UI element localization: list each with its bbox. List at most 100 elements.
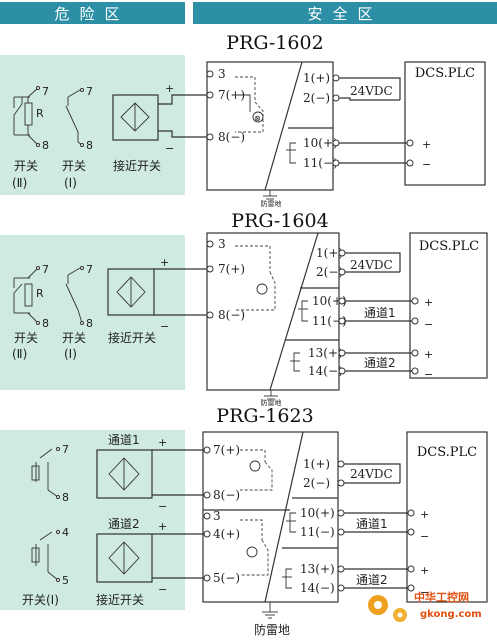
dcs-plus-2: + bbox=[424, 348, 433, 361]
led-icon bbox=[252, 111, 264, 123]
dcs-plus-1: + bbox=[420, 508, 429, 521]
channel-2-label: 通道2 bbox=[356, 573, 388, 587]
section-prg-1602: PRG-1602 7 R 8 开关 (Ⅱ) bbox=[0, 32, 486, 208]
model-title: PRG-1604 bbox=[231, 210, 328, 232]
switch-i-terminal-8: 8 bbox=[86, 139, 93, 152]
barrier-out2-minus: 14(−) bbox=[308, 364, 343, 378]
switch-i-terminal-8: 8 bbox=[86, 317, 93, 330]
dcs-label: DCS.PLC bbox=[419, 239, 479, 254]
danger-zone-header bbox=[0, 2, 185, 24]
barrier-out1-minus: 11(−) bbox=[312, 314, 347, 328]
barrier-terminal-7: 7(+) bbox=[218, 262, 245, 276]
ch2-minus: − bbox=[158, 583, 167, 596]
barrier-terminal-3: 3 bbox=[213, 509, 221, 523]
plus-sign: + bbox=[165, 82, 174, 95]
relay-contact-icon bbox=[289, 512, 296, 533]
barrier-out2-plus: 13(+) bbox=[300, 562, 335, 576]
barrier-terminal-3: 3 bbox=[218, 67, 226, 81]
proximity-switch-box bbox=[112, 94, 159, 141]
dcs-minus-1: − bbox=[424, 318, 433, 331]
proximity-switch-label: 接近开关 bbox=[96, 592, 144, 607]
relay-contact-icon bbox=[289, 142, 296, 164]
dcs-minus-1: − bbox=[420, 530, 429, 543]
proximity-switch-box-ch2 bbox=[96, 533, 153, 583]
switch-i-label: 开关 bbox=[62, 159, 86, 173]
dcs-plus: + bbox=[422, 138, 431, 151]
terminal-7-label: 7 bbox=[42, 263, 49, 276]
barrier-power-plus: 1(+) bbox=[316, 246, 343, 260]
dcs-minus-2: − bbox=[420, 586, 429, 599]
barrier-terminal-8: 8(−) bbox=[213, 488, 240, 502]
barrier-out-minus: 11(−) bbox=[303, 156, 338, 170]
barrier-power-minus: 2(−) bbox=[303, 91, 330, 105]
barrier-terminal-5: 5(−) bbox=[213, 571, 240, 585]
barrier-power-plus: 1(+) bbox=[303, 457, 330, 471]
barrier-out1-plus: 10(+) bbox=[300, 506, 335, 520]
lightning-ground-label: 防雷地 bbox=[261, 398, 282, 407]
proximity-switch-box-ch1 bbox=[96, 449, 153, 499]
danger-zone-area bbox=[0, 430, 185, 610]
minus-sign: − bbox=[160, 320, 169, 333]
supply-label: 24VDC bbox=[350, 258, 393, 272]
dcs-minus: − bbox=[422, 158, 431, 171]
dcs-box bbox=[409, 232, 488, 379]
resistor-symbol bbox=[24, 102, 33, 126]
resistor-label: R bbox=[36, 287, 44, 300]
ch2-label: 通道2 bbox=[108, 517, 140, 531]
switch-ii-label: 开关 bbox=[14, 159, 38, 173]
gkong-watermark: 中华工控网 gkong.com bbox=[368, 590, 482, 622]
barrier-out-plus: 10(+) bbox=[303, 136, 338, 150]
relay-contact-icon bbox=[301, 300, 308, 322]
channel-1-label: 通道1 bbox=[356, 517, 388, 531]
switch-ii bbox=[13, 86, 40, 147]
barrier-terminal-8: 8(−) bbox=[218, 308, 245, 322]
barrier-power-plus: 1(+) bbox=[303, 71, 330, 85]
terminal-8-label: 8 bbox=[42, 317, 49, 330]
switch-i-terminal-7: 7 bbox=[86, 263, 93, 276]
barrier-terminal-7: 7(+) bbox=[213, 443, 240, 457]
danger-zone-title: 危险区 bbox=[54, 5, 129, 23]
section-prg-1604: PRG-1604 7 R 8 开关 (Ⅱ) 7 8 开关 ( bbox=[0, 210, 488, 407]
ch2-terminal-5: 5 bbox=[62, 574, 69, 587]
barrier-out2-minus: 14(−) bbox=[300, 581, 335, 595]
dcs-box bbox=[406, 431, 488, 603]
barrier-out1-minus: 11(−) bbox=[300, 525, 335, 539]
channel-2-label: 通道2 bbox=[364, 356, 396, 370]
watermark-site-cn: 中华工控网 bbox=[414, 590, 469, 604]
led-icon-ch2 bbox=[246, 546, 258, 558]
watermark-site-en: gkong.com bbox=[420, 609, 482, 620]
barrier-power-minus: 2(−) bbox=[303, 476, 330, 490]
dcs-label: DCS.PLC bbox=[417, 445, 477, 460]
switch-ii-sub: (Ⅱ) bbox=[12, 347, 27, 361]
relay-contact-icon bbox=[293, 352, 300, 372]
switch-ch2 bbox=[31, 530, 60, 582]
supply-label: 24VDC bbox=[350, 467, 393, 481]
lightning-ground-label: 防雷地 bbox=[254, 622, 290, 637]
barrier-power-minus: 2(−) bbox=[316, 265, 343, 279]
ch2-plus: + bbox=[158, 520, 167, 533]
proximity-switch-label: 接近开关 bbox=[108, 330, 156, 345]
switch-i-terminal-7: 7 bbox=[86, 85, 93, 98]
plus-sign: + bbox=[160, 256, 169, 269]
supply-label: 24VDC bbox=[350, 84, 393, 98]
ch1-plus: + bbox=[158, 436, 167, 449]
dcs-label: DCS.PLC bbox=[415, 66, 475, 81]
proximity-switch-label: 接近开关 bbox=[113, 158, 161, 173]
switch-ii-sub: (Ⅱ) bbox=[12, 176, 27, 190]
channel-1-label: 通道1 bbox=[364, 306, 396, 320]
barrier-terminal-8: 8(−) bbox=[218, 130, 245, 144]
relay-contact-icon bbox=[285, 568, 292, 589]
resistor-symbol bbox=[24, 283, 33, 307]
minus-sign: − bbox=[165, 142, 174, 155]
lightning-ground-label: 防雷地 bbox=[261, 199, 282, 208]
switch-i-label: 开关 bbox=[62, 331, 86, 345]
switch-i-sub: (Ⅰ) bbox=[64, 347, 77, 361]
ch2-terminal-4: 4 bbox=[62, 526, 69, 539]
danger-zone-area bbox=[0, 235, 185, 390]
switch-ii bbox=[13, 266, 40, 325]
ch1-terminal-7: 7 bbox=[62, 443, 69, 456]
switch-i bbox=[65, 266, 84, 325]
led-icon bbox=[256, 283, 268, 295]
barrier-terminal-4: 4(+) bbox=[213, 527, 240, 541]
